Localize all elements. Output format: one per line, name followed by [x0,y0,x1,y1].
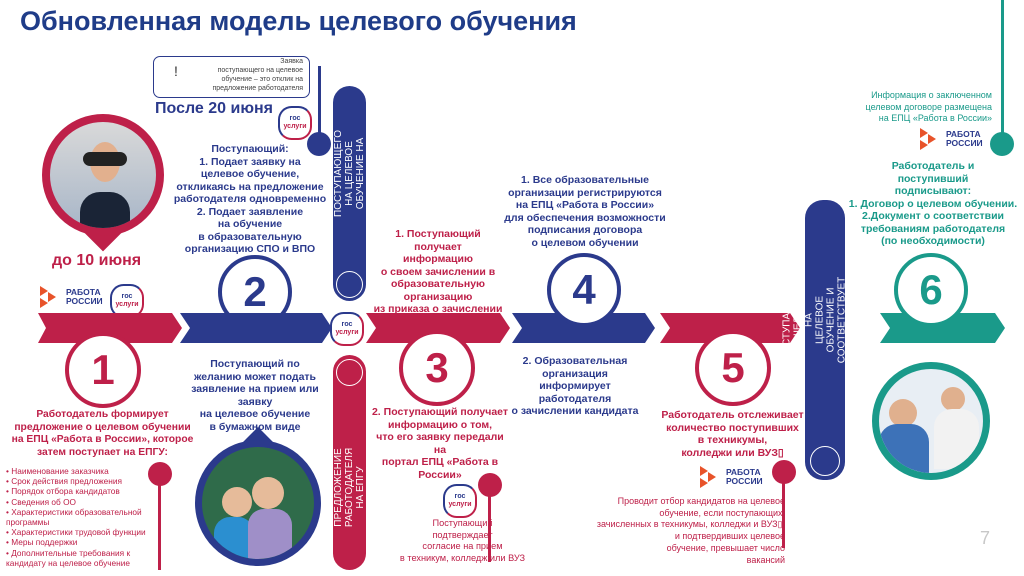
page-number: 7 [980,528,991,548]
arrow-segment-5 [660,313,800,343]
step5-text: Работодатель отслеживает количество пост… [661,409,804,459]
list-item: Сведения об ОО [6,497,156,507]
contract-info-text: Информация о заключенном целевом договор… [865,90,992,123]
step4-text-1: 1. Все образовательные организации регис… [504,174,666,249]
step3-text-2: 2. Поступающий получает информацию о том… [371,406,509,481]
step-5-circle: 5 [695,330,771,406]
pin-line [488,482,491,562]
arrow-segment-1 [38,313,182,343]
arrow-segment-2 [180,313,332,343]
list-item: Характеристики трудовой функции [6,527,156,537]
after-date: После 20 июня [155,100,273,117]
people-icon [336,359,363,386]
offer-bar: ПРЕДЛОЖЕНИЕ РАБОТОДАТЕЛЯ НА ЕПГУ [333,355,366,570]
step-4-circle: 4 [547,253,621,327]
pin-dot [772,460,796,484]
students-photo [195,440,321,566]
search-doc-icon [810,446,840,476]
pin-line [318,66,321,136]
step6-text: Работодатель и поступивший подписывают: … [848,160,1018,247]
pin-dot [990,132,1014,156]
list-item: Срок действия предложения [6,476,156,486]
before-date: до 10 июня [52,252,142,269]
timeline-arrows [38,313,1005,343]
pin-dot [148,462,172,486]
pin-line [1001,0,1004,135]
note-text: Заявка поступающего на целевое обучение … [212,58,303,92]
step-1-circle: 1 [65,332,141,408]
passed-bar: ПОСТУПАЮЩИЙ ПРОШЕЛ ОТБОР НА ЦЕЛЕВОЕ ОБУЧ… [781,200,869,480]
list-item: Дополнительные требования к кандидату на… [6,548,156,568]
pin-line [158,470,161,570]
paper-application-text: Поступающий по желанию может подать заяв… [191,358,319,433]
step-6-circle: 6 [894,253,968,327]
step-3-circle: 3 [399,330,475,406]
arrow-segment-4 [512,313,655,343]
arrow-segment-3 [366,313,510,343]
note-box: ! Заявка поступающего на целевое обучени… [153,56,310,98]
application-bar: ЗАЯВКА ПОСТУПАЮЩЕГО НА ЦЕЛЕВОЕ ОБУЧЕНИЕ … [322,86,377,301]
step3-text-1: 1. Поступающий получает информацию о сво… [373,228,503,315]
list-item: Характеристики образовательной программы [6,507,156,527]
pin-dot [307,132,331,156]
step2-text: Поступающий: 1. Подает заявку на целевое… [173,143,327,255]
form-icon [336,271,363,298]
pin-line [782,468,785,548]
pin-dot [478,473,502,497]
exclamation-icon: ! [174,63,178,79]
list-item: Порядок отбора кандидатов [6,486,156,496]
signing-photo [872,362,990,480]
page-title: Обновленная модель целевого обучения [20,6,577,36]
consent-text: Поступающий подтверждает согласие на при… [399,518,526,563]
list-item: Наименование заказчика [6,466,156,476]
offer-fields-list: Наименование заказчика Срок действия пре… [6,466,156,568]
selection-text: Проводит отбор кандидатов на целевое обу… [596,496,785,565]
binoculars-photo [42,114,164,236]
list-item: Меры поддержки [6,537,156,547]
step4-text-2: 2. Образовательная организация информиру… [511,355,639,417]
step1-text: Работодатель формирует предложение о цел… [11,409,194,458]
